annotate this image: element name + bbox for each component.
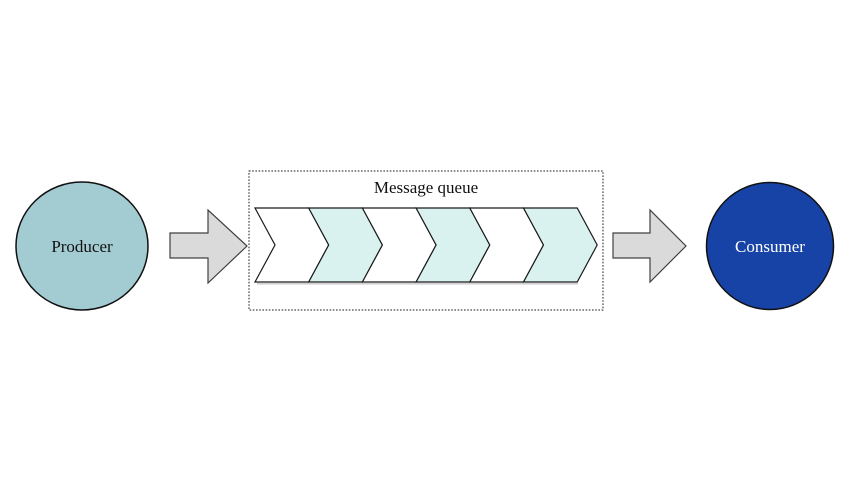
producer-label: Producer (51, 237, 113, 256)
flow-arrow-consumer-icon (612, 208, 687, 284)
producer-node (15, 181, 149, 311)
flow-arrow-producer-icon (169, 208, 248, 285)
consumer-node (705, 181, 835, 311)
consumer-label: Consumer (735, 237, 805, 256)
queue-chevrons (253, 207, 598, 283)
queue-title: Message queue (374, 178, 478, 197)
queue-chevron-6 (522, 207, 598, 283)
